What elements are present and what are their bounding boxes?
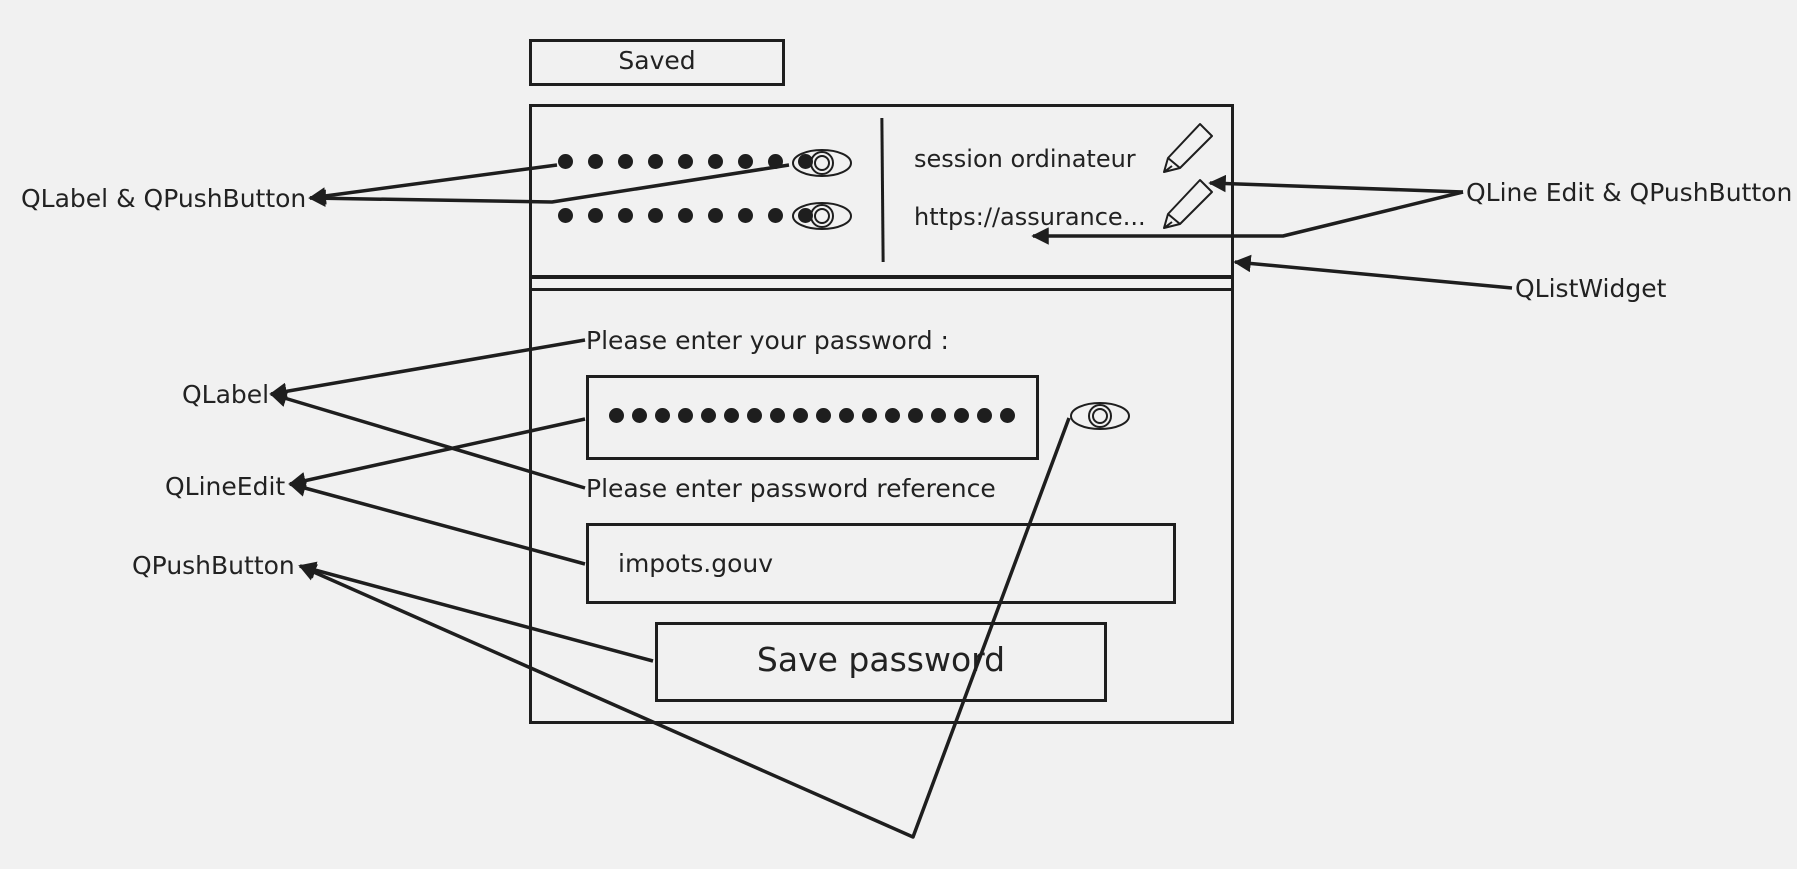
annotation-qlistwidget: QListWidget [1515, 274, 1667, 303]
pencil-icon[interactable] [1160, 120, 1216, 176]
annotation-qlineedit: QLineEdit [165, 472, 286, 501]
section-divider [529, 288, 1234, 291]
password-mask [558, 154, 813, 169]
password-mask [558, 208, 813, 223]
pencil-icon[interactable] [1160, 176, 1216, 232]
reference-label: Please enter password reference [586, 474, 996, 503]
list-item-reference: https://assurance... [914, 203, 1146, 231]
saved-status-label: Saved [618, 46, 696, 75]
annotation-qlabel-qpushbutton: QLabel & QPushButton [21, 184, 307, 213]
arrow-to-qlabel-qpushbutton [308, 163, 558, 205]
arrow-to-qlineedit-qpushbutton [1208, 174, 1464, 194]
password-label: Please enter your password : [586, 326, 949, 355]
save-password-label: Save password [756, 640, 1006, 679]
eye-icon[interactable] [1068, 399, 1132, 433]
annotation-qlineedit-qpushbutton: QLine Edit & QPushButton [1466, 178, 1793, 207]
eye-icon[interactable] [790, 146, 854, 180]
password-input-mask [609, 408, 1015, 423]
reference-input-value: impots.gouv [618, 549, 774, 578]
arrow-to-qlistwidget [1233, 254, 1513, 290]
annotation-qpushbutton: QPushButton [132, 551, 295, 580]
eye-icon[interactable] [790, 199, 854, 233]
list-item-reference: session ordinateur [914, 145, 1136, 173]
annotation-qlabel: QLabel [182, 380, 270, 409]
saved-status-box [529, 39, 785, 86]
